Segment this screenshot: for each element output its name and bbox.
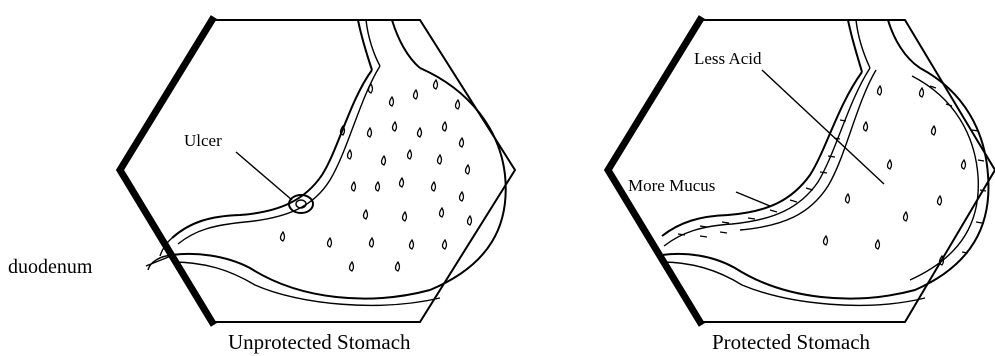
- left-acid-drops: [281, 80, 472, 271]
- left-stomach-wall: [172, 66, 506, 305]
- mucus-stipple: [678, 86, 986, 253]
- right-hexagon-frame: [608, 20, 995, 322]
- unprotected-stomach-panel: Ulcer duodenum Unprotected Stomach: [8, 20, 515, 354]
- less-acid-label: Less Acid: [694, 49, 762, 68]
- left-esophagus: [358, 20, 420, 70]
- duodenum-label: duodenum: [8, 256, 93, 278]
- protected-stomach-caption: Protected Stomach: [712, 330, 871, 354]
- less-acid-leader-line: [762, 70, 884, 184]
- ulcer-leader-line: [236, 152, 292, 200]
- unprotected-stomach-caption: Unprotected Stomach: [228, 330, 411, 354]
- ulcer-label: Ulcer: [184, 131, 222, 150]
- right-acid-drops: [824, 86, 966, 265]
- more-mucus-label: More Mucus: [628, 176, 715, 195]
- more-mucus-leader-line: [736, 192, 770, 206]
- protected-stomach-panel: Less Acid More Mucus Protected Stomach: [608, 20, 995, 354]
